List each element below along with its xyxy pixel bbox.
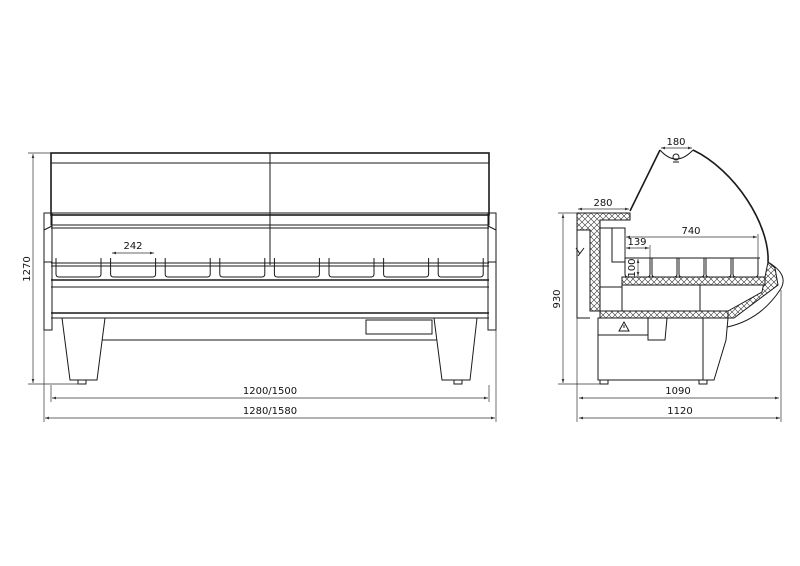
warning-icon xyxy=(618,320,630,332)
food-pan xyxy=(624,258,651,278)
dim-top-depth: 280 xyxy=(593,198,612,209)
dim-shelf-depth: 740 xyxy=(681,226,700,237)
food-pan xyxy=(732,258,759,278)
dim-pan-width: 242 xyxy=(123,241,142,252)
dim-pan-height: 100 xyxy=(627,258,638,277)
right-side-cap xyxy=(487,212,497,331)
foot xyxy=(77,379,87,385)
dim-height: 1270 xyxy=(22,256,33,281)
foot xyxy=(453,379,463,385)
side-pans xyxy=(624,258,759,278)
insulated-floor xyxy=(599,310,729,319)
food-pan xyxy=(55,258,102,278)
food-pan xyxy=(678,258,705,278)
food-pan xyxy=(705,258,732,278)
front-pans xyxy=(55,258,484,278)
dim-lamp-width: 180 xyxy=(666,137,685,148)
front-view: 1270 242 1200/1500 1280/1580 xyxy=(22,152,497,422)
shelf xyxy=(621,276,766,286)
compressor-box xyxy=(597,317,649,336)
food-pan xyxy=(110,258,157,278)
left-side-cap xyxy=(43,212,53,331)
food-pan xyxy=(328,258,375,278)
curved-glass xyxy=(629,149,769,263)
dim-inner-length: 1200/1500 xyxy=(243,386,297,397)
foot xyxy=(698,379,708,385)
food-pan xyxy=(273,258,320,278)
food-pan xyxy=(383,258,430,278)
dim-overall-depth: 1120 xyxy=(667,406,692,417)
right-leg xyxy=(433,317,478,381)
lamp-housing xyxy=(659,149,694,160)
dim-base-depth: 1090 xyxy=(665,386,690,397)
insulated-front xyxy=(727,261,779,319)
food-pan xyxy=(164,258,211,278)
base-cabinet xyxy=(597,317,729,381)
foot xyxy=(599,379,609,385)
dim-side-height: 930 xyxy=(552,289,563,308)
food-pan xyxy=(437,258,484,278)
control-panel xyxy=(365,319,433,335)
side-view: 180 280 740 139 100 930 1090 1120 xyxy=(552,137,784,422)
lamp-icon xyxy=(672,153,680,163)
food-pan xyxy=(651,258,678,278)
dim-pan-depth: 139 xyxy=(627,237,646,248)
left-leg xyxy=(61,317,106,381)
dim-overall-length: 1280/1580 xyxy=(243,406,297,417)
food-pan xyxy=(219,258,266,278)
rear-handle xyxy=(575,247,585,257)
